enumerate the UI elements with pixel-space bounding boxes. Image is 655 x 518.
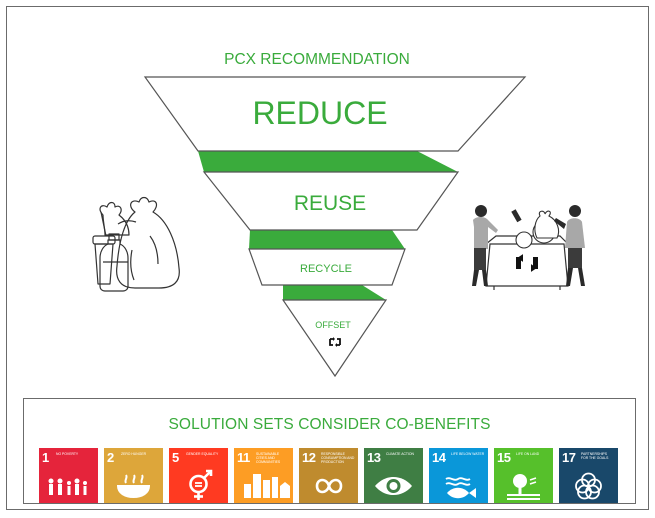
sdg-goal-label: NO POVERTY bbox=[56, 452, 79, 456]
sdg-goal-label: LIFE ON LAND bbox=[516, 452, 540, 456]
level-recycle bbox=[248, 248, 406, 286]
level-label-reuse: REUSE bbox=[294, 192, 366, 215]
connector-band-reduce-reuse bbox=[198, 151, 458, 172]
family-icon bbox=[48, 478, 87, 495]
sdg-goal-number: 15 bbox=[497, 450, 511, 465]
connector-band-recycle-offset bbox=[283, 285, 386, 300]
sdg-goal-number: 1 bbox=[42, 450, 50, 465]
level-offset bbox=[281, 299, 388, 378]
sdg-panel-title: SOLUTION SETS CONSIDER CO-BENEFITS bbox=[168, 416, 491, 433]
figure-frame bbox=[6, 6, 649, 510]
sdg-goal-13-tile: 13 CLIMATE ACTION bbox=[364, 448, 423, 503]
sdg-goal-number: 11 bbox=[237, 450, 250, 465]
sdg-goal-label: LIFE BELOW WATER bbox=[451, 452, 485, 456]
sdg-goal-11-tile: 11 SUSTAINABLE CITIES AND COMMUNITIES bbox=[234, 448, 293, 503]
sdg-goal-label: CLIMATE ACTION bbox=[386, 452, 415, 456]
infinity-icon bbox=[315, 478, 343, 494]
sdg-goal-number: 12 bbox=[302, 450, 316, 465]
bowl-icon bbox=[116, 474, 151, 499]
sdg-panel: SOLUTION SETS CONSIDER CO-BENEFITS 1 NO P… bbox=[23, 398, 636, 504]
sdg-goal-15-tile: 15 LIFE ON LAND bbox=[494, 448, 553, 503]
sdg-goal-label: SUSTAINABLE CITIES AND COMMUNITIES bbox=[256, 452, 281, 464]
tree-icon bbox=[507, 474, 540, 500]
sdg-goal-number: 14 bbox=[432, 450, 446, 465]
sdg-goal-label: GENDER EQUALITY bbox=[186, 452, 219, 456]
sdg-goal-12-tile: 12 RESPONSIBLE CONSUMPTION AND PRODUCTION bbox=[299, 448, 358, 503]
sdg-goal-5-tile: 5 GENDER EQUALITY bbox=[169, 448, 228, 503]
level-label-offset: OFFSET bbox=[315, 320, 351, 330]
sdg-goal-number: 13 bbox=[367, 450, 381, 465]
sdg-goal-label: ZERO HUNGER bbox=[121, 452, 147, 456]
sdg-goal-label: RESPONSIBLE CONSUMPTION AND PRODUCTION bbox=[321, 452, 355, 464]
connector-band-reuse-recycle bbox=[249, 230, 405, 249]
level-label-recycle: RECYCLE bbox=[300, 263, 352, 275]
level-reuse bbox=[202, 171, 460, 231]
level-label-reduce: REDUCE bbox=[252, 95, 387, 131]
sdg-goal-2-tile: 2 ZERO HUNGER bbox=[104, 448, 163, 503]
pyramid-heading: PCX RECOMMENDATION bbox=[224, 51, 410, 68]
sdg-goal-number: 5 bbox=[172, 450, 180, 465]
sdg-goal-14-tile: 14 LIFE BELOW WATER bbox=[429, 448, 488, 503]
sdg-goal-label: PARTNERSHIPS FOR THE GOALS bbox=[581, 452, 609, 460]
sdg-goal-number: 17 bbox=[562, 450, 576, 465]
level-reduce bbox=[143, 76, 527, 152]
linked-rings-icon bbox=[575, 472, 602, 500]
sdg-goal-1-tile: 1 NO POVERTY bbox=[39, 448, 98, 503]
recycle-symbol-icon bbox=[329, 337, 341, 347]
waste-bags-and-bottles-icon bbox=[92, 196, 180, 292]
people-recycling-dumpster-icon bbox=[472, 205, 585, 290]
eye-globe-icon bbox=[375, 477, 412, 495]
fish-icon bbox=[445, 477, 476, 499]
gender-equality-icon bbox=[189, 469, 213, 500]
sdg-goal-number: 2 bbox=[107, 450, 115, 465]
city-buildings-icon bbox=[244, 474, 290, 498]
sdg-goal-17-tile: 17 PARTNERSHIPS FOR THE GOALS bbox=[559, 448, 618, 503]
